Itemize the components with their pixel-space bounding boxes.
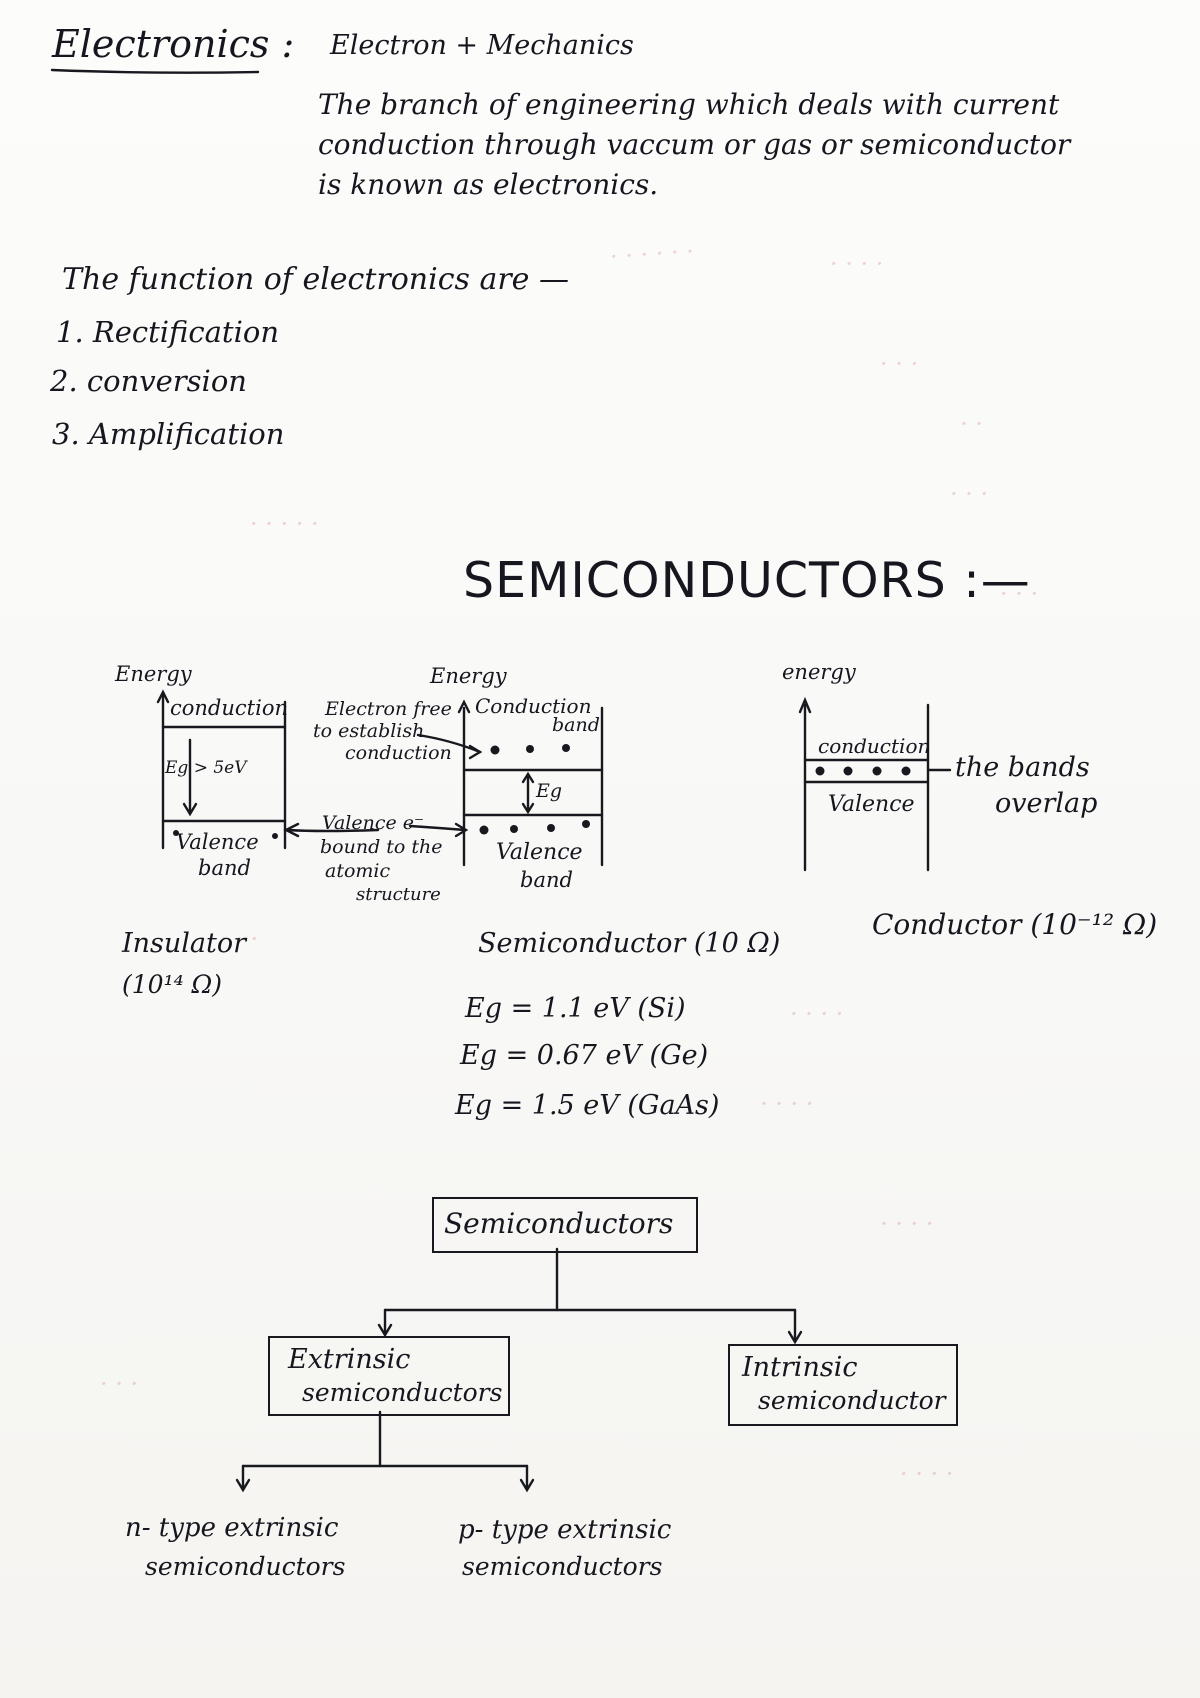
annotation-valence-line-1: Valence e⁻ bbox=[322, 812, 425, 834]
insulator-resistivity: (10¹⁴ Ω) bbox=[122, 970, 223, 999]
tree-extrinsic-line-1: Extrinsic bbox=[288, 1344, 411, 1375]
conductor-note-line-2: overlap bbox=[995, 788, 1098, 819]
insulator-name: Insulator bbox=[122, 928, 247, 959]
section-title: SEMICONDUCTORS :— bbox=[463, 552, 1031, 609]
conductor-conduction-label: conduction bbox=[818, 734, 931, 758]
semiconductor-band-label-bottom: band bbox=[520, 868, 573, 892]
tree-root-box: Semiconductors bbox=[432, 1197, 698, 1253]
tree-p-type-line-1: p- type extrinsic bbox=[458, 1515, 672, 1545]
conductor-name: Conductor (10⁻¹² Ω) bbox=[872, 908, 1158, 941]
insulator-valence-label: Valence bbox=[176, 830, 259, 854]
band-gap-gaas: Eg = 1.5 eV (GaAs) bbox=[455, 1090, 720, 1121]
tree-intrinsic-box: Intrinsic semiconductor bbox=[728, 1344, 958, 1426]
insulator-axis-label: Energy bbox=[115, 662, 192, 686]
semiconductor-axis-label: Energy bbox=[430, 664, 507, 688]
annotation-free-line-3: conduction bbox=[345, 742, 452, 764]
insulator-gap-label: Eg > 5eV bbox=[165, 758, 247, 778]
semiconductor-name: Semiconductor (10 Ω) bbox=[478, 928, 781, 959]
tree-extrinsic-box: Extrinsic semiconductors bbox=[268, 1336, 510, 1416]
semiconductor-valence-label: Valence bbox=[496, 840, 583, 865]
conductor-note-line-1: the bands bbox=[955, 752, 1090, 783]
band-gap-ge: Eg = 0.67 eV (Ge) bbox=[460, 1040, 709, 1071]
definition-line-2: conduction through vaccum or gas or semi… bbox=[318, 128, 1071, 161]
insulator-band-label: band bbox=[198, 856, 251, 880]
tree-p-type-line-2: semiconductors bbox=[462, 1552, 663, 1581]
definition-line-3: is known as electronics. bbox=[318, 168, 659, 201]
page-heading: Electronics : bbox=[52, 22, 295, 66]
semiconductor-band-label-top: band bbox=[552, 714, 600, 736]
tree-intrinsic-line-2: semiconductor bbox=[758, 1386, 946, 1415]
tree-extrinsic-line-2: semiconductors bbox=[302, 1378, 503, 1407]
annotation-valence-line-2: bound to the bbox=[320, 836, 443, 858]
definition-line-1: The branch of engineering which deals wi… bbox=[318, 88, 1060, 121]
annotation-free-line-1: Electron free bbox=[325, 698, 452, 720]
annotation-free-line-2: to establish bbox=[313, 720, 425, 742]
semiconductor-gap-label: Eg bbox=[536, 780, 563, 802]
semiconductor-conduction-label: Conduction bbox=[475, 694, 592, 718]
etymology-text: Electron + Mechanics bbox=[330, 30, 634, 61]
functions-heading: The function of electronics are — bbox=[62, 262, 569, 297]
tree-root-label: Semiconductors bbox=[444, 1207, 674, 1240]
conductor-valence-label: Valence bbox=[828, 792, 915, 817]
band-gap-si: Eg = 1.1 eV (Si) bbox=[465, 993, 686, 1024]
tree-n-type-line-2: semiconductors bbox=[145, 1552, 346, 1581]
insulator-conduction-label: conduction bbox=[170, 696, 288, 720]
tree-n-type-line-1: n- type extrinsic bbox=[125, 1513, 339, 1543]
function-item-3: 3. Amplification bbox=[52, 417, 285, 451]
annotation-valence-line-4: structure bbox=[356, 884, 441, 905]
annotation-valence-line-3: atomic bbox=[325, 860, 391, 882]
conductor-axis-label: energy bbox=[782, 660, 856, 684]
function-item-1: 1. Rectification bbox=[56, 315, 279, 349]
tree-intrinsic-line-1: Intrinsic bbox=[742, 1352, 858, 1383]
function-item-2: 2. conversion bbox=[50, 364, 247, 398]
